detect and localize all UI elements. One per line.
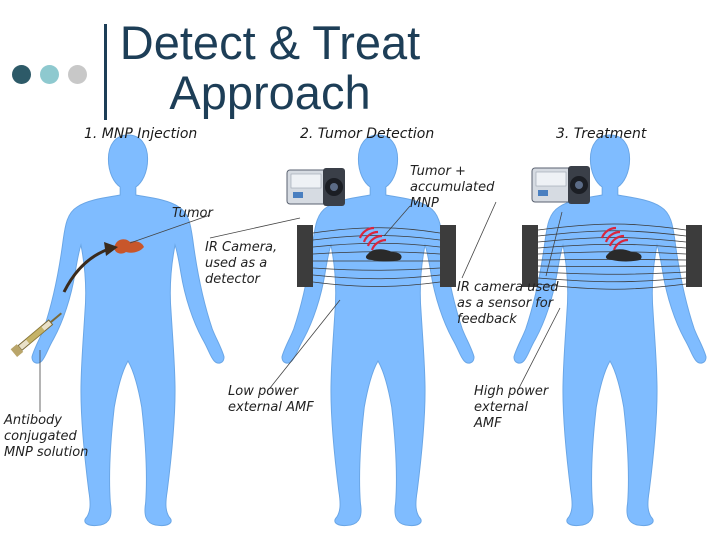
leader-lines	[39, 201, 563, 412]
coil-right-3	[686, 225, 702, 287]
bullet-dot-teal	[40, 65, 59, 84]
tumor-blob	[114, 239, 144, 254]
heat-waves-2	[358, 226, 387, 251]
step-2-label: 2. Tumor Detection	[300, 126, 435, 142]
ir-camera-detection	[286, 167, 346, 207]
tumor-mnp-3	[605, 249, 642, 262]
field-lines-2	[312, 227, 441, 287]
human-figure-1	[31, 134, 225, 527]
label-low-power-amf: Low power external AMF	[228, 384, 314, 415]
label-tumor: Tumor	[172, 206, 213, 221]
title-divider-bar	[104, 24, 107, 120]
bullet-dot-dark	[12, 65, 31, 84]
label-ir-camera-sensor: IR camera used as a sensor for feedback	[457, 280, 559, 327]
coil-right-2	[440, 225, 456, 287]
coil-left-2	[297, 225, 313, 287]
bullet-dot-gray	[68, 65, 87, 84]
syringe-icon	[10, 312, 63, 357]
label-tumor-accumulated-mnp: Tumor + accumulated MNP	[410, 164, 495, 211]
tumor-mnp-2	[365, 249, 402, 262]
coil-left-3	[522, 225, 538, 287]
heat-waves-3	[600, 226, 629, 251]
label-high-power-amf: High power external AMF	[474, 384, 549, 431]
label-ir-camera-detector: IR Camera, used as a detector	[205, 240, 278, 287]
slide-title: Detect & Treat Approach	[119, 16, 421, 119]
step-3-label: 3. Treatment	[556, 126, 647, 142]
field-lines-3	[537, 223, 687, 290]
step-1-label: 1. MNP Injection	[84, 126, 198, 142]
label-antibody-mnp: Antibody conjugated MNP solution	[4, 413, 89, 460]
ir-camera-treatment	[531, 165, 591, 205]
